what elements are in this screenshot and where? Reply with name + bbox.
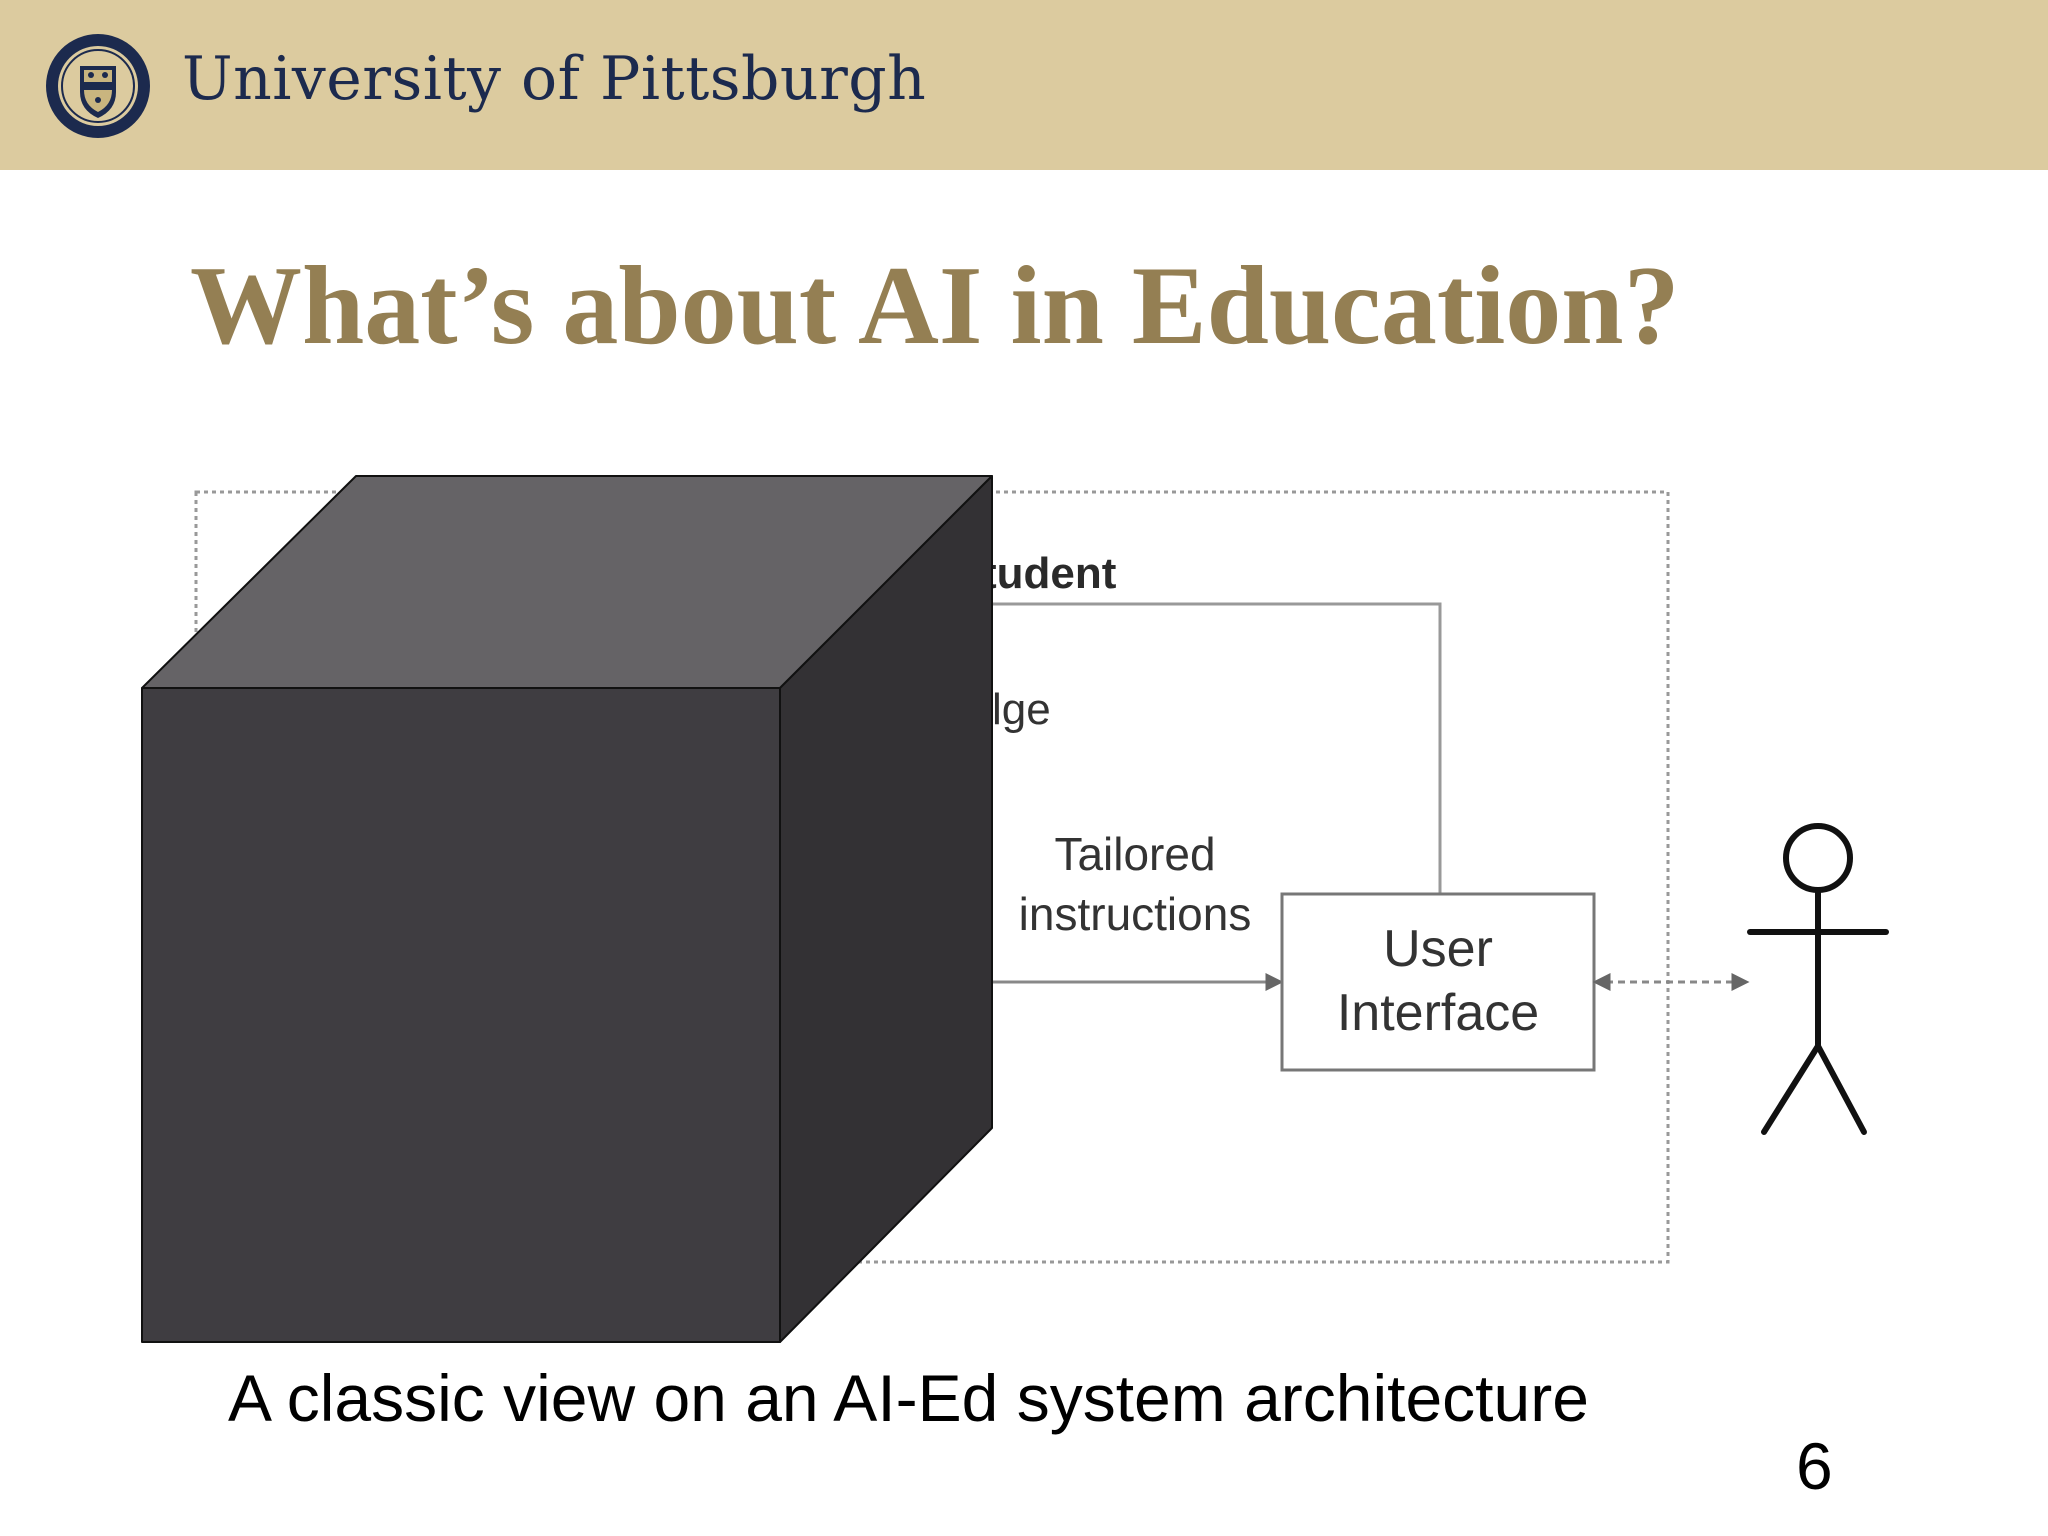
knowledge-label: lge xyxy=(992,685,1051,734)
user-interface-label-line2: Interface xyxy=(1337,984,1539,1042)
page-number: 6 xyxy=(1796,1429,1833,1503)
student-model-connector xyxy=(990,602,1442,894)
student-label: tudent xyxy=(982,549,1117,598)
header-bar: University of Pittsburgh xyxy=(0,0,2048,170)
user-interface-box xyxy=(1280,892,1596,1072)
student-stick-figure-icon xyxy=(1747,823,1889,1135)
diagram-caption: A classic view on an AI-Ed system archit… xyxy=(228,1361,1589,1435)
black-box-cube xyxy=(141,475,993,1343)
user-interface-label-line1: User xyxy=(1383,920,1493,978)
tailored-instructions-label-line2: instructions xyxy=(1019,888,1252,940)
slide-title: What’s about AI in Education? xyxy=(190,244,1680,368)
cube-front-face xyxy=(141,687,781,1343)
architecture-diagram: tudent lge Tailored instructions User In… xyxy=(141,475,1889,1343)
university-name: University of Pittsburgh xyxy=(182,44,927,114)
university-seal-icon xyxy=(46,34,150,138)
tailored-instructions-label-line1: Tailored xyxy=(1054,828,1215,880)
